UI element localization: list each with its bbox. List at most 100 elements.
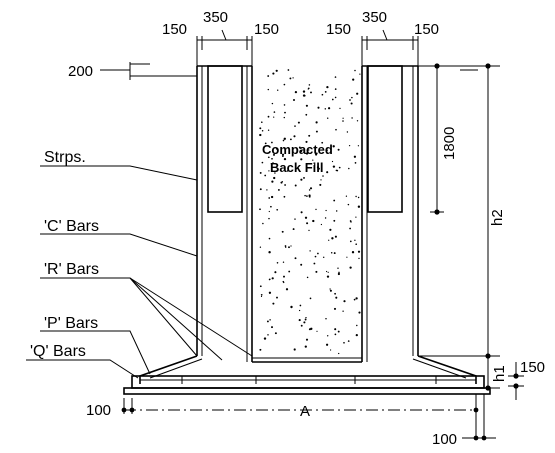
backfill-speckle — [305, 152, 309, 155]
backfill-speckle — [273, 153, 275, 156]
backfill-speckle — [273, 111, 276, 113]
backfill-speckle — [293, 348, 296, 351]
backfill-speckle — [289, 138, 292, 141]
backfill-speckle — [294, 218, 296, 220]
backfill-speckle — [302, 90, 306, 93]
backfill-speckle — [274, 271, 277, 274]
backfill-speckle — [345, 195, 348, 197]
backfill-speckle — [308, 195, 311, 198]
backfill-speckle — [327, 107, 331, 110]
backfill-speckle — [337, 330, 340, 333]
backfill-speckle — [268, 197, 271, 199]
backfill-speckle — [316, 330, 318, 332]
backfill-speckle — [314, 163, 316, 166]
backfill-speckle — [331, 160, 334, 163]
backfill-speckle — [351, 117, 353, 119]
backfill-speckle — [271, 326, 273, 329]
backfill-speckle — [354, 69, 356, 72]
backfill-speckle — [283, 137, 286, 140]
backfill-speckle — [292, 228, 295, 231]
backfill-speckle — [347, 203, 350, 206]
left-wall — [196, 65, 253, 362]
backfill-speckle — [337, 267, 339, 269]
backfill-speckle — [299, 304, 302, 307]
backfill-speckle — [259, 127, 262, 130]
backfill-speckle — [326, 335, 329, 337]
backfill-speckle — [269, 278, 271, 281]
backfill-speckle — [294, 90, 298, 94]
backfill-speckle — [267, 88, 270, 91]
backfill-speckle — [268, 251, 271, 254]
backfill-speckle — [281, 153, 285, 156]
backfill-speckle — [282, 280, 285, 283]
dim-h2: h2 — [489, 209, 506, 226]
backfill-speckle — [333, 252, 336, 255]
backfill-speckle — [335, 296, 338, 299]
backfill-speckle — [334, 333, 337, 336]
bottom-dimension-lines — [121, 394, 496, 441]
backfill-speckle — [267, 115, 270, 118]
backfill-speckle — [273, 176, 276, 180]
backfill-speckle — [317, 252, 319, 255]
backfill-speckle — [287, 69, 290, 71]
backfill-speckle — [261, 161, 264, 164]
backfill-speckle — [326, 117, 329, 119]
backfill-speckle — [330, 252, 333, 254]
backfill-speckle — [268, 210, 270, 213]
backfill-speckle — [298, 319, 301, 322]
backfill-speckle — [357, 145, 360, 147]
backfill-speckle — [319, 183, 322, 186]
backfill-speckle — [268, 291, 272, 294]
backfill-speckle — [324, 91, 327, 93]
backfill-speckle — [358, 311, 361, 314]
backfill-speckle — [349, 266, 352, 269]
backfill-speckle — [355, 216, 357, 218]
backfill-speckle — [342, 117, 344, 119]
backfill-speckle — [306, 195, 308, 197]
backfill-speckle — [289, 77, 292, 80]
dim-1800: 1800 — [441, 127, 458, 160]
backfill-speckle — [357, 250, 361, 253]
backfill-speckle — [312, 219, 315, 223]
backfill-speckle — [260, 295, 263, 298]
backfill-speckle — [277, 89, 279, 91]
backfill-speckle — [282, 155, 284, 158]
backfill-speckle — [283, 157, 287, 161]
backfill-speckle — [334, 88, 337, 90]
backfill-speckle — [308, 134, 311, 137]
backfill-speckle — [266, 320, 269, 323]
backfill-speckle — [276, 296, 278, 299]
dim-350-right: 350 — [362, 9, 387, 26]
backfill-speckle — [308, 189, 311, 191]
backfill-speckle — [332, 145, 335, 148]
backfill-speckle — [324, 217, 327, 219]
dim-150-right-a: 150 — [326, 21, 351, 38]
backfill-speckle — [283, 104, 286, 106]
backfill-speckle — [327, 271, 329, 273]
backfill-speckle — [270, 205, 272, 208]
label-strps: Strps. — [44, 149, 86, 166]
backfill-speckle — [271, 277, 274, 280]
backfill-speckle — [307, 88, 309, 90]
backfill-speckle — [272, 162, 274, 165]
right-wall — [361, 65, 419, 362]
backfill-region — [258, 66, 362, 360]
right-dimension-lines — [418, 63, 524, 400]
backfill-speckle — [333, 219, 336, 222]
backfill-speckle — [346, 131, 349, 133]
backfill-speckle — [259, 348, 262, 351]
backfill-speckle — [313, 262, 316, 265]
backfill-speckle — [272, 302, 275, 305]
backfill-speckle — [259, 208, 261, 211]
backfill-speckle — [359, 73, 361, 75]
backfill-speckle — [288, 246, 290, 249]
backfill-speckle — [325, 270, 328, 273]
backfill-speckle — [315, 270, 318, 273]
backfill-speckle — [283, 83, 286, 86]
backfill-speckle — [343, 300, 346, 303]
backfill-speckle — [261, 121, 263, 123]
backfill-speckle — [304, 318, 307, 321]
backfill-speckle — [275, 147, 278, 150]
dim-h1: h1 — [491, 365, 508, 382]
backfill-speckle — [333, 199, 336, 202]
